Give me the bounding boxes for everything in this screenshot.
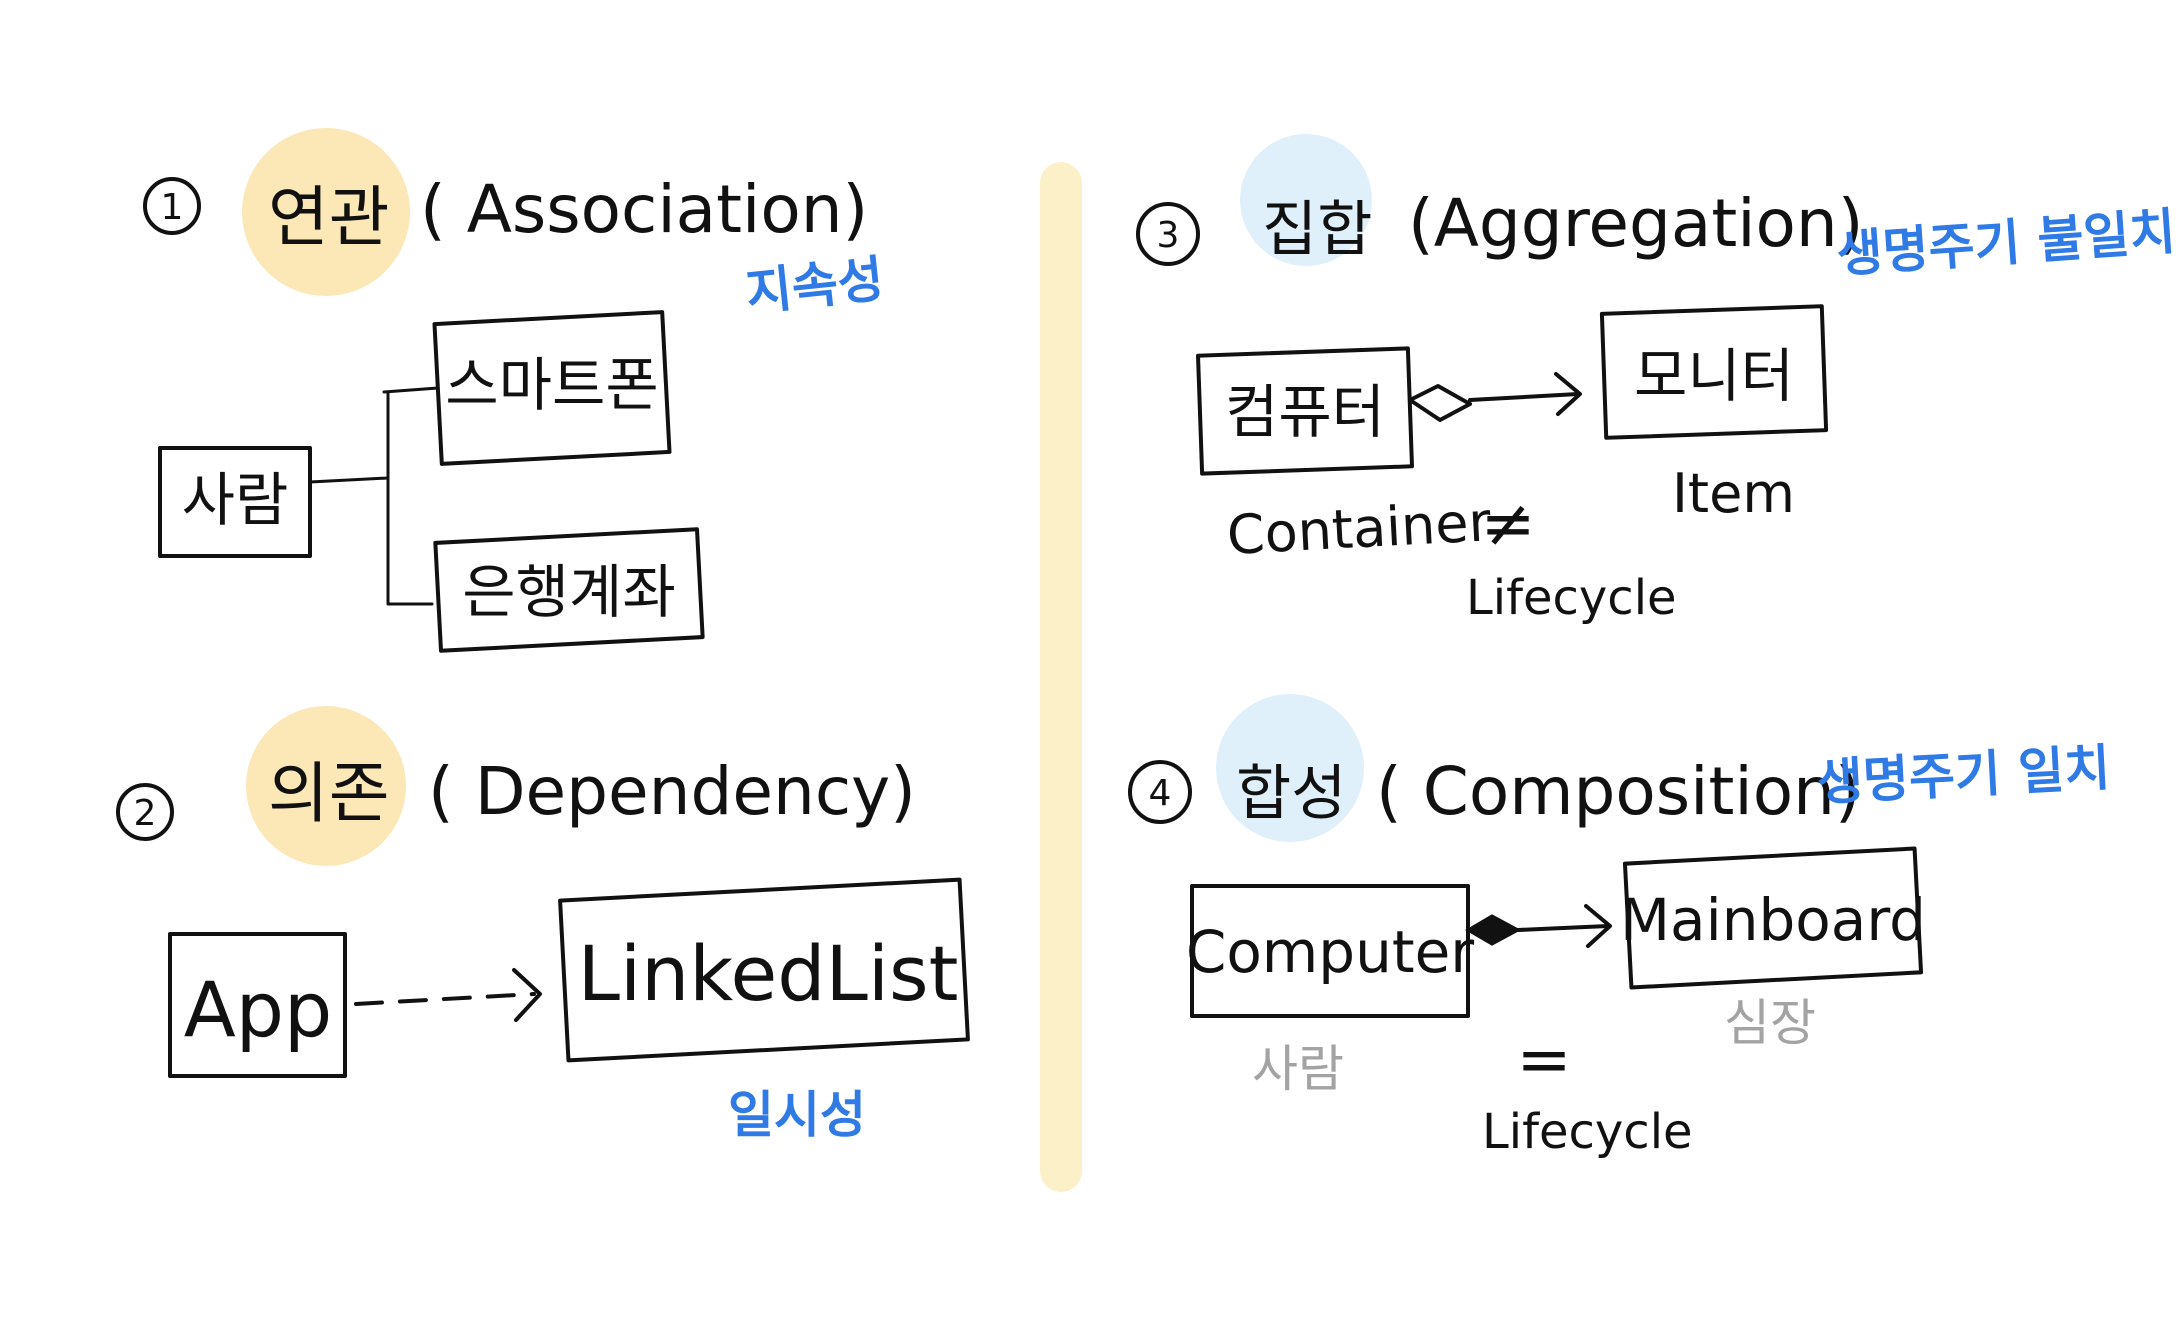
not-equal-symbol: ≠ [1480, 485, 1535, 562]
composition-keyword: 합성 [1236, 759, 1346, 829]
section-number-text: 2 [134, 793, 157, 834]
equal-symbol: = [1516, 1021, 1571, 1098]
section-aggregation: 3 집합 (Aggregation) 생명주기 불일치 컴퓨터 모니터 Cont… [1136, 134, 2178, 626]
keyword-highlight [246, 706, 406, 866]
dependency-note: 일시성 [728, 1086, 866, 1144]
composition-diamond [1465, 914, 1522, 946]
section-number-4: 4 [1128, 760, 1192, 824]
aggregation-diamond [1408, 384, 1472, 422]
aggregation-note: 생명주기 불일치 [1835, 202, 2178, 284]
computer-box [1196, 346, 1414, 476]
keyword-highlight [1240, 134, 1372, 266]
association-keyword: 연관 [268, 179, 389, 256]
monitor-box-label: 모니터 [1634, 342, 1794, 410]
section-number-2: 2 [116, 783, 174, 841]
person-box-label: 사람 [182, 466, 289, 534]
section-dependency: 2 의존 ( Dependency) App LinkedList 일시성 [116, 706, 970, 1144]
dependency-arrowhead [512, 968, 542, 1022]
association-connector [308, 386, 440, 606]
item-label: Item [1672, 462, 1795, 525]
composition-arrowhead [1584, 904, 1612, 948]
monitor-box [1599, 304, 1829, 440]
dependency-arrow-line [354, 992, 536, 1006]
app-box-label: App [184, 965, 332, 1054]
section-number-3: 3 [1136, 202, 1200, 266]
heart-note: 심장 [1724, 994, 1816, 1052]
section-composition: 4 합성 ( Composition) 생명주기 일치 Computer Mai… [1128, 694, 2112, 1160]
dependency-keyword: 의존 [268, 755, 389, 832]
person-box [158, 446, 312, 558]
section-number-text: 4 [1149, 773, 1172, 814]
aggregation-keyword: 집합 [1262, 195, 1372, 265]
keyword-highlight [1216, 694, 1364, 842]
aggregation-english-title: (Aggregation) [1408, 185, 1864, 262]
composition-note: 생명주기 일치 [1816, 739, 2112, 812]
section-association: 1 연관 ( Association) 지속성 사람 스마트폰 은행계좌 [143, 128, 886, 653]
smartphone-box-label: 스마트폰 [445, 351, 658, 419]
aggregation-arrowhead [1554, 372, 1582, 416]
app-box [168, 932, 347, 1078]
section-number-text: 3 [1157, 215, 1180, 256]
association-english-title: ( Association) [420, 171, 868, 248]
linkedlist-box-label: LinkedList [578, 929, 959, 1018]
bank-account-box [433, 527, 705, 653]
container-label: Container [1225, 490, 1493, 567]
section-number-1: 1 [143, 177, 201, 235]
computer-box [1190, 884, 1470, 1018]
mainboard-box [1622, 846, 1924, 990]
bank-account-box-label: 은행계좌 [462, 558, 675, 626]
composition-arrow-line [1516, 924, 1610, 932]
computer-box-label: Computer [1186, 918, 1474, 986]
section-number-text: 1 [161, 187, 184, 228]
association-note: 지속성 [743, 250, 886, 322]
linkedlist-box [558, 877, 970, 1063]
computer-box-label: 컴퓨터 [1225, 378, 1385, 446]
dependency-english-title: ( Dependency) [428, 753, 916, 830]
person-note: 사람 [1252, 1040, 1344, 1098]
mainboard-box-label: Mainboard [1620, 886, 1926, 954]
center-divider [1040, 162, 1082, 1192]
aggregation-lifecycle-label: Lifecycle [1466, 570, 1677, 626]
composition-lifecycle-label: Lifecycle [1482, 1104, 1693, 1160]
composition-english-title: ( Composition) [1376, 753, 1861, 830]
keyword-highlight [242, 128, 410, 296]
smartphone-box [432, 310, 672, 466]
aggregation-arrow-line [1468, 392, 1580, 402]
